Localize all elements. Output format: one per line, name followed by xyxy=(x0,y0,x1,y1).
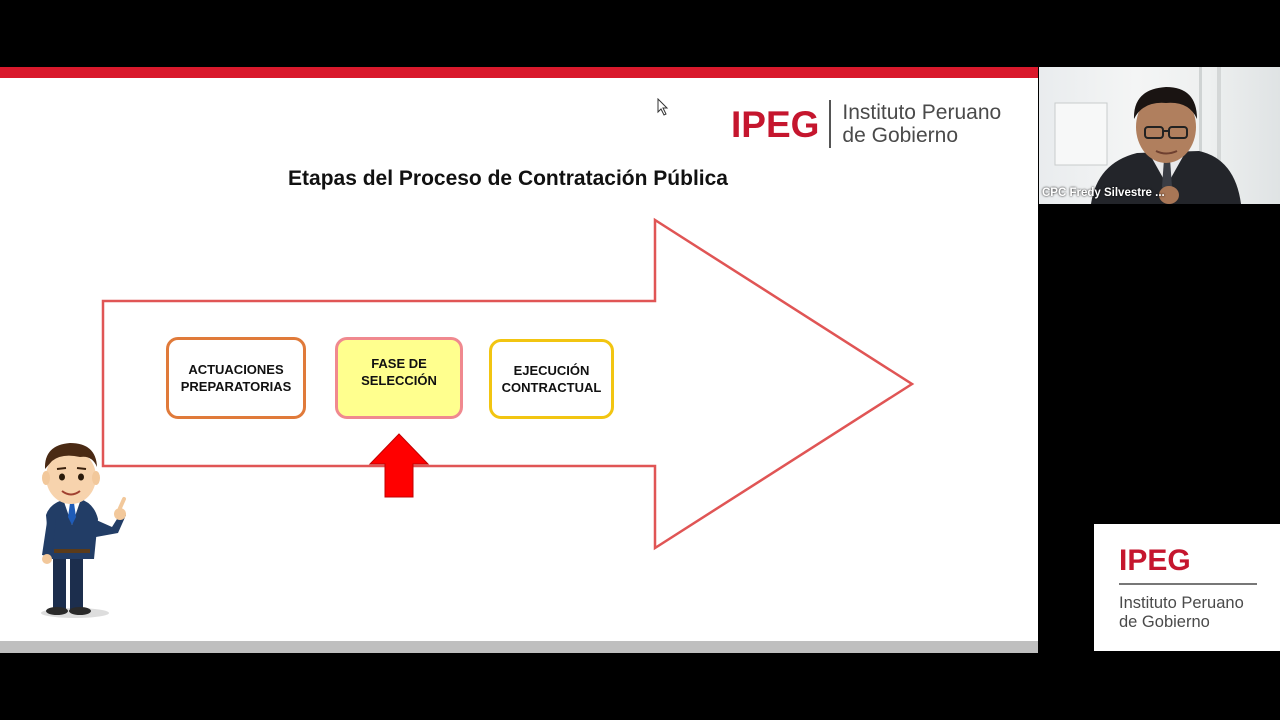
slide-top-bar xyxy=(0,67,1038,78)
stage-label-line1: EJECUCIÓN xyxy=(513,363,590,378)
corner-ipeg-logo: IPEG Instituto Peruano de Gobierno xyxy=(1094,524,1280,651)
corner-name-line2: de Gobierno xyxy=(1119,613,1210,631)
corner-logo-name: Instituto Peruano de Gobierno xyxy=(1119,594,1244,632)
stage-label-line2: CONTRACTUAL xyxy=(501,380,602,395)
red-up-arrow-icon xyxy=(368,433,430,498)
logo-name-line2: de Gobierno xyxy=(842,124,959,147)
corner-name-line1: Instituto Peruano xyxy=(1119,594,1244,612)
webcam-feed xyxy=(1054,67,1241,204)
participant-name-label: CPC Fredy Silvestre ... xyxy=(1042,187,1165,199)
ipeg-logo-mark: IPEG xyxy=(731,103,820,145)
participant-video-tile[interactable]: CPC Fredy Silvestre ... xyxy=(1039,67,1280,204)
stage-ejecucion-contractual: EJECUCIÓN CONTRACTUAL xyxy=(489,339,614,419)
corner-logo-mark: IPEG xyxy=(1119,544,1191,577)
presentation-slide: IPEG Instituto Peruano de Gobierno Etapa… xyxy=(0,67,1038,653)
presenter-character-illustration xyxy=(41,443,126,618)
stage-label-line1: FASE DE xyxy=(371,356,427,371)
logo-name-line1: Instituto Peruano xyxy=(842,101,1002,124)
stage-actuaciones-preparatorias: ACTUACIONES PREPARATORIAS xyxy=(166,337,306,419)
slide-title-text: Etapas del Proceso de Contratación Públi… xyxy=(288,167,728,190)
slide-title: Etapas del Proceso de Contratación Públi… xyxy=(0,167,1038,191)
mouse-cursor-icon xyxy=(657,98,669,116)
stage-label-line2: SELECCIÓN xyxy=(361,373,437,388)
stage-label-line2: PREPARATORIAS xyxy=(180,379,292,394)
logo-separator xyxy=(829,100,832,148)
stage-fase-de-seleccion: FASE DE SELECCIÓN xyxy=(335,337,463,419)
ipeg-logo-name: Instituto Peruano de Gobierno xyxy=(842,101,1001,147)
stage-label-line1: ACTUACIONES xyxy=(188,362,284,377)
ipeg-logo: IPEG Instituto Peruano de Gobierno xyxy=(731,99,1001,149)
corner-logo-divider xyxy=(1119,583,1257,585)
slide-bottom-bar xyxy=(0,641,1038,653)
